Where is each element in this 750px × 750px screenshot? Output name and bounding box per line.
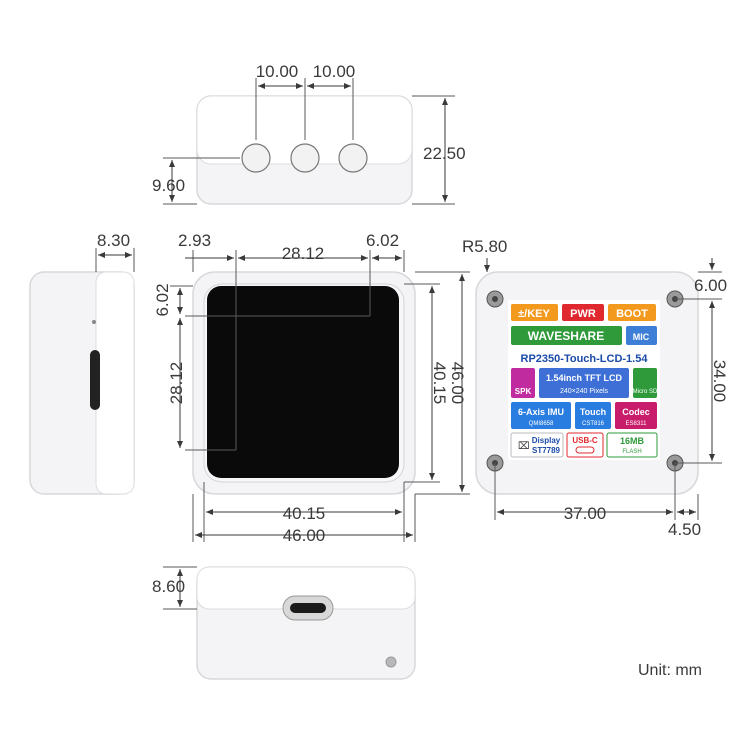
screen-top-margin-label: 6.02 <box>153 283 172 316</box>
hole-top-offset-label: 6.00 <box>694 276 727 295</box>
top-button-center-label: 9.60 <box>152 176 185 195</box>
model-name-text: RP2350-Touch-LCD-1.54 <box>521 353 649 365</box>
mic-badge-text: MIC <box>633 332 650 342</box>
front-view: 2.93 28.12 6.02 6.02 28.12 40.15 46.00 4… <box>153 231 470 545</box>
boot-badge <box>608 304 656 321</box>
bottom-depth-label: 8.60 <box>152 577 185 596</box>
display-badge-text: Display <box>532 436 561 445</box>
side-view-front-face <box>95 271 135 495</box>
screen-width-top-label: 28.12 <box>282 244 325 263</box>
inner-width-label: 40.15 <box>283 504 326 523</box>
side-usb-slot <box>90 350 100 410</box>
spk-badge <box>511 368 535 398</box>
mic-badge <box>626 326 657 345</box>
side-view: 8.30 <box>29 231 135 495</box>
unit-note: Unit: mm <box>638 662 702 679</box>
lcd-badge-sub: 240×240 Pixels <box>560 388 609 395</box>
sd-badge <box>633 368 657 398</box>
flash-sub-text: FLASH <box>622 449 641 455</box>
pwr-badge-text: PWR <box>570 308 596 320</box>
key-badge <box>511 304 558 321</box>
side-hole <box>92 320 96 324</box>
lcd-badge-title: 1.54inch TFT LCD <box>546 373 623 383</box>
spk-badge-text: SPK <box>515 387 532 396</box>
imu-chip-text: QMI8658 <box>529 421 554 427</box>
sd-badge-text: Micro SD <box>633 389 658 395</box>
key-badge-text: ±/KEY <box>518 308 550 320</box>
screen-height-left-label: 28.12 <box>167 362 186 405</box>
top-view: 10.00 10.00 22.50 9.60 <box>152 62 466 205</box>
boot-badge-text: BOOT <box>616 308 648 320</box>
touch-badge <box>575 402 611 429</box>
boot-button[interactable] <box>338 143 368 173</box>
usbc-port[interactable] <box>290 603 326 613</box>
top-height-label: 22.50 <box>423 144 466 163</box>
lcd-badge <box>539 368 629 398</box>
hole-horizontal-pitch-label: 37.00 <box>564 504 607 523</box>
codec-badge-text: Codec <box>622 407 650 417</box>
side-depth-label: 8.30 <box>97 231 130 250</box>
outer-width-label: 46.00 <box>283 526 326 545</box>
back-view: ±/KEY PWR BOOT WAVESHARE MIC RP2350-Touc… <box>462 237 729 539</box>
display-chip-text: ST7789 <box>532 446 561 455</box>
touch-badge-text: Touch <box>580 407 606 417</box>
imu-badge <box>511 402 571 429</box>
recycle-bin-icon: ⌧ <box>518 441 530 452</box>
screen-left-margin-label: 2.93 <box>178 231 211 250</box>
bottom-hole <box>385 656 397 668</box>
pwr-button[interactable] <box>290 143 320 173</box>
bottom-view: 8.60 <box>152 566 416 680</box>
usbc-badge-text: USB-C <box>572 436 598 445</box>
brand-badge <box>511 326 622 345</box>
outer-height-label: 46.00 <box>448 362 467 405</box>
lcd-screen[interactable] <box>207 286 399 478</box>
touch-chip-text: CST816 <box>582 421 605 427</box>
flash-badge-text: 16MB <box>620 436 645 446</box>
display-badge <box>510 432 564 458</box>
top-button-pitch-1-label: 10.00 <box>256 62 299 81</box>
codec-badge <box>615 402 657 429</box>
brand-text: WAVESHARE <box>528 329 604 343</box>
corner-radius-label: R5.80 <box>462 237 507 256</box>
screw-top-left <box>486 290 504 308</box>
top-button-pitch-2-label: 10.00 <box>313 62 356 81</box>
key-button[interactable] <box>241 143 271 173</box>
flash-badge <box>606 432 658 458</box>
codec-chip-text: ES8311 <box>626 421 648 427</box>
pwr-badge <box>562 304 604 321</box>
hole-side-offset-label: 4.50 <box>668 520 701 539</box>
usbc-port-icon <box>575 446 595 454</box>
screen-right-margin-label: 6.02 <box>366 231 399 250</box>
inner-height-label: 40.15 <box>430 362 449 405</box>
imu-badge-text: 6-Axis IMU <box>518 407 564 417</box>
hole-vertical-pitch-label: 34.00 <box>710 360 729 403</box>
